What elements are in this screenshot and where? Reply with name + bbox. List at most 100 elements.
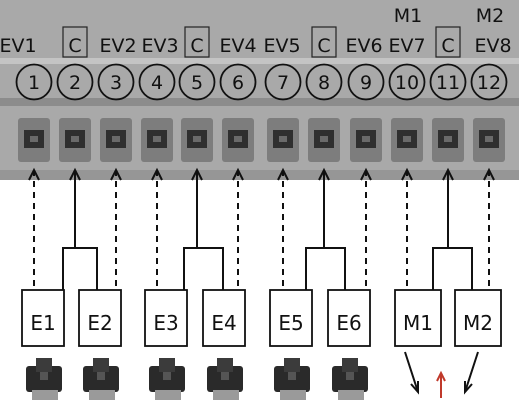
block-base: [0, 170, 519, 180]
screw-slot: [403, 136, 411, 142]
wire-arrow-icon: [401, 167, 413, 181]
device-box: [21, 289, 65, 347]
wire-arrow-icon: [110, 167, 122, 181]
terminal-label: EV8: [474, 35, 511, 57]
block-highlight: [0, 58, 519, 64]
common-terminal-frame: [435, 26, 461, 58]
screw-slot: [153, 136, 161, 142]
device-boxes: E1 E2 E3 E4 E5 E6 M1 M2: [21, 289, 502, 347]
solenoid-valve-icon: [332, 358, 368, 400]
terminal-number-circle: [15, 63, 53, 101]
screw-slot: [485, 136, 493, 142]
terminal-label: EV7: [388, 35, 425, 57]
terminal-number: 7: [277, 72, 289, 94]
solenoid-valve-icon: [207, 358, 243, 400]
terminal-label: C: [190, 35, 203, 57]
wire-arrow-icon: [151, 167, 163, 181]
screw-slot: [30, 136, 38, 142]
device-label: E6: [336, 311, 361, 335]
terminal-label: EV2: [99, 35, 136, 57]
terminal-number-circle: [470, 63, 508, 101]
solenoid-valve-icon: [83, 358, 119, 400]
wire-arrow-icon: [483, 167, 495, 181]
valve-icons: [26, 351, 479, 400]
wire-arrow-icon: [360, 167, 372, 181]
device-box: [269, 289, 313, 347]
terminal-label: EV6: [345, 35, 382, 57]
common-wire-split: [432, 247, 473, 290]
terminal-number: 4: [151, 72, 163, 94]
solenoid-valve-icon: [274, 358, 310, 400]
device-label: E3: [153, 311, 178, 335]
terminal-number: 2: [69, 72, 81, 94]
common-wire-split: [183, 247, 224, 290]
screw-slot: [444, 136, 452, 142]
terminal-number-circle: [138, 63, 176, 101]
screw-slot: [71, 136, 79, 142]
motor-arrow-icon: [436, 370, 446, 398]
screw-row: [18, 118, 505, 162]
device-box: [144, 289, 188, 347]
device-box: [394, 289, 442, 347]
terminal-label: EV3: [141, 35, 178, 57]
terminal-number: 11: [436, 72, 460, 94]
terminal-label: EV1: [0, 35, 37, 57]
device-box: [454, 289, 502, 347]
block-groove: [0, 98, 519, 106]
device-label: E2: [87, 311, 112, 335]
common-terminal-frame: [311, 26, 337, 58]
terminal-label: C: [441, 35, 454, 57]
device-label: M1: [403, 311, 433, 335]
wire-group: [28, 167, 495, 292]
motor-label: M2: [476, 5, 504, 27]
device-box: [327, 289, 371, 347]
screw-slot: [362, 136, 370, 142]
terminal-number: 3: [110, 72, 122, 94]
common-terminal-frame: [184, 26, 210, 58]
device-label: M2: [463, 311, 493, 335]
terminal-number: 5: [191, 72, 203, 94]
terminal-number: 1: [28, 72, 40, 94]
device-label: E5: [278, 311, 303, 335]
terminal-number-circle: [347, 63, 385, 101]
screw-slot: [279, 136, 287, 142]
device-label: E1: [30, 311, 55, 335]
terminal-number-circle: [97, 63, 135, 101]
terminal-number: 6: [232, 72, 244, 94]
device-label: E4: [211, 311, 236, 335]
wire-arrow-icon: [28, 167, 40, 181]
device-box: [78, 289, 122, 347]
motor-label: M1: [394, 5, 422, 27]
terminal-number-circle: [219, 63, 257, 101]
common-wire-split: [62, 247, 98, 290]
terminal-number: 10: [395, 72, 419, 94]
screw-slot: [234, 136, 242, 142]
terminal-number: 8: [318, 72, 330, 94]
terminal-number-circle: [56, 63, 94, 101]
wire-arrow-icon: [318, 167, 330, 181]
wire-arrow-icon: [69, 167, 81, 181]
wire-arrow-icon: [191, 167, 203, 181]
wire-arrow-icon: [442, 167, 454, 181]
motor-arrow-icon: [404, 351, 419, 395]
terminal-label: C: [68, 35, 81, 57]
motor-arrow-icon: [464, 351, 479, 395]
solenoid-valve-icon: [26, 358, 62, 400]
terminal-number-circle: [388, 63, 426, 101]
device-box: [202, 289, 246, 347]
terminal-label: EV5: [263, 35, 300, 57]
wire-arrow-icon: [232, 167, 244, 181]
terminal-number: 9: [360, 72, 372, 94]
terminal-number-circle: [264, 63, 302, 101]
screw-slot: [112, 136, 120, 142]
terminal-number-circle: [305, 63, 343, 101]
terminal-label: EV4: [219, 35, 256, 57]
terminal-label: C: [317, 35, 330, 57]
common-wire-split: [305, 247, 346, 290]
terminal-number: 12: [477, 72, 501, 94]
screw-slot: [320, 136, 328, 142]
wire-arrow-icon: [277, 167, 289, 181]
